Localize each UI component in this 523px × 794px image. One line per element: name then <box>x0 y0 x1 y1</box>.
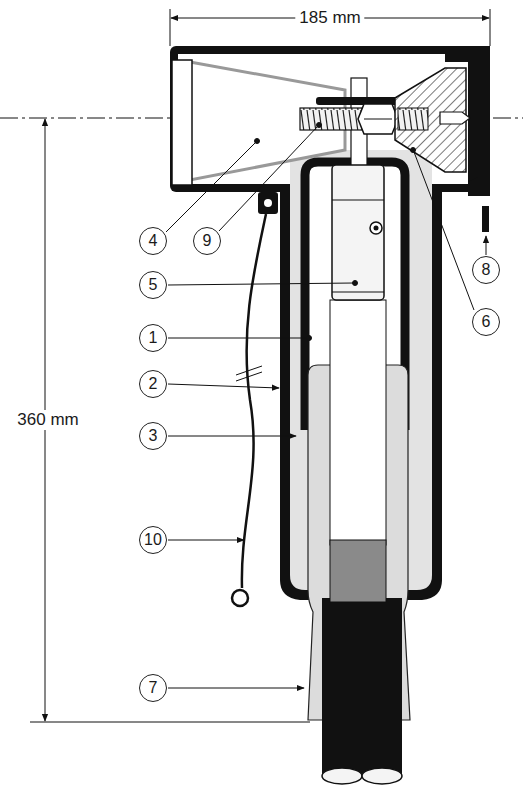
callout-number: 1 <box>139 324 167 352</box>
callout-number: 7 <box>139 674 167 702</box>
dimension-label: 360 mm <box>13 410 82 430</box>
callout-number: 4 <box>139 227 167 255</box>
callout-number: 2 <box>139 370 167 398</box>
callout-number: 8 <box>472 256 500 284</box>
callout-number: 3 <box>139 422 167 450</box>
housing-shell <box>170 46 490 600</box>
leader-lines <box>166 123 486 689</box>
cable <box>322 300 402 784</box>
dimension-label: 185 mm <box>295 8 364 28</box>
callout-number: 6 <box>472 308 500 336</box>
insulating-plug <box>395 68 470 172</box>
callout-number: 10 <box>139 526 167 554</box>
end-cap <box>445 46 490 232</box>
callout-number: 9 <box>193 227 221 255</box>
callout-number: 5 <box>139 271 167 299</box>
earth-wire <box>232 192 278 606</box>
dimension-width <box>170 9 490 46</box>
